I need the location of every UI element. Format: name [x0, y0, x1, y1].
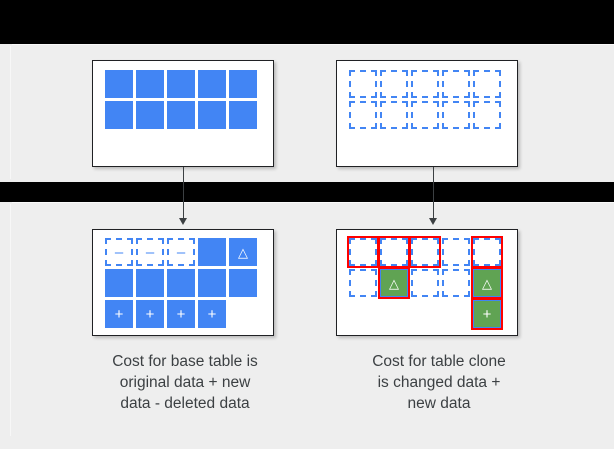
base-table-original-card[interactable] [92, 60, 274, 167]
table-cell-r2-c3[interactable] [167, 269, 195, 297]
table-cell-r1-c1[interactable] [347, 236, 379, 268]
table-cell-r2-c1[interactable] [349, 269, 377, 297]
table-cell-r1-c5[interactable] [229, 70, 257, 98]
table-cell-r2-c1[interactable] [105, 269, 133, 297]
minus-icon: – [145, 243, 155, 261]
flow-arrow-clone-head [429, 218, 438, 225]
table-cell-r2-c5[interactable] [229, 269, 257, 297]
clone-table-original-grid [349, 70, 501, 129]
table-cell-r1-c3[interactable] [167, 70, 195, 98]
triangle-icon: △ [482, 275, 492, 291]
flow-arrow-base-shaft [183, 167, 185, 218]
base-table-original-grid [105, 70, 257, 129]
table-cell-r2-c5[interactable] [473, 101, 501, 129]
base-table-after-card[interactable]: – – – △ + + + + [92, 229, 274, 336]
table-cell-r2-c3[interactable] [411, 269, 439, 297]
table-cell-r2-c1[interactable] [105, 101, 133, 129]
middle-black-band [0, 182, 614, 202]
table-cell-r2-c4[interactable] [198, 101, 226, 129]
table-cell-r1-c5[interactable] [471, 236, 503, 268]
flow-arrow-clone-shaft [433, 167, 435, 218]
plus-icon: + [482, 305, 492, 323]
caption-line: is changed data + [377, 373, 501, 391]
table-cell-r3-c3[interactable]: + [167, 300, 195, 328]
table-cell-r1-c1[interactable]: – [105, 238, 133, 266]
table-cell-r1-c5[interactable] [473, 70, 501, 98]
table-cell-r1-c2[interactable] [136, 70, 164, 98]
table-cell-r1-c2[interactable] [380, 70, 408, 98]
table-cell-r2-c2[interactable]: △ [378, 267, 410, 299]
table-cell-r2-c2[interactable] [136, 101, 164, 129]
table-cell-r1-c4[interactable] [442, 238, 470, 266]
table-cell-r2-c3[interactable] [167, 101, 195, 129]
base-table-after-grid: – – – △ + + + + [105, 238, 257, 328]
table-cell-r1-c3[interactable]: – [167, 238, 195, 266]
table-cell-r1-c3[interactable] [411, 70, 439, 98]
table-cell-r1-c1[interactable] [349, 70, 377, 98]
plus-icon: + [207, 305, 217, 323]
minus-icon: – [114, 243, 124, 261]
caption-line: data - deleted data [120, 394, 250, 412]
upper-panel-top-rule [12, 44, 614, 45]
caption-base-table: Cost for base table is original data + ne… [80, 352, 290, 415]
lower-panel-left-rule [10, 204, 11, 436]
table-cell-r1-c4[interactable] [198, 238, 226, 266]
table-cell-r1-c1[interactable] [105, 70, 133, 98]
caption-line: Cost for base table is [112, 353, 258, 370]
table-cell-r1-c3[interactable] [409, 236, 441, 268]
caption-line: Cost for table clone [372, 353, 506, 370]
table-cell-r2-c2[interactable] [380, 101, 408, 129]
flow-arrow-base-head [179, 218, 188, 225]
table-cell-r2-c2[interactable] [136, 269, 164, 297]
table-cell-r3-c1 [349, 300, 377, 328]
caption-line: new data [407, 394, 471, 412]
minus-icon: – [176, 243, 186, 261]
clone-table-original-card[interactable] [336, 60, 518, 167]
table-cell-r2-c4[interactable] [442, 101, 470, 129]
plus-icon: + [176, 305, 186, 323]
lower-panel-top-rule [12, 202, 614, 203]
table-cell-r2-c4[interactable] [442, 269, 470, 297]
table-cell-r1-c5[interactable]: △ [229, 238, 257, 266]
table-cell-r1-c2[interactable] [378, 236, 410, 268]
triangle-icon: △ [238, 244, 248, 260]
caption-line: original data + new [119, 373, 251, 391]
table-cell-r3-c1[interactable]: + [105, 300, 133, 328]
table-cell-r2-c5[interactable]: △ [471, 267, 503, 299]
table-cell-r3-c4 [442, 300, 470, 328]
table-cell-r3-c2[interactable]: + [136, 300, 164, 328]
upper-panel-left-rule [10, 46, 11, 179]
clone-table-after-card[interactable]: △ △ + [336, 229, 518, 336]
table-cell-r2-c4[interactable] [198, 269, 226, 297]
table-cell-r1-c4[interactable] [442, 70, 470, 98]
table-cell-r1-c4[interactable] [198, 70, 226, 98]
plus-icon: + [114, 305, 124, 323]
table-cell-r2-c5[interactable] [229, 101, 257, 129]
table-cell-r3-c3 [411, 300, 439, 328]
triangle-icon: △ [389, 275, 399, 291]
table-cell-r3-c4[interactable]: + [198, 300, 226, 328]
plus-icon: + [145, 305, 155, 323]
caption-clone-table: Cost for table clone is changed data + new… [334, 352, 544, 415]
clone-table-after-grid: △ △ + [347, 236, 503, 330]
table-cell-r3-c5[interactable]: + [471, 298, 503, 330]
table-cell-r3-c2 [380, 300, 408, 328]
table-cell-r1-c2[interactable]: – [136, 238, 164, 266]
top-black-band [0, 0, 614, 44]
table-cell-r2-c3[interactable] [411, 101, 439, 129]
table-cell-r3-c5 [229, 300, 257, 328]
table-cell-r2-c1[interactable] [349, 101, 377, 129]
